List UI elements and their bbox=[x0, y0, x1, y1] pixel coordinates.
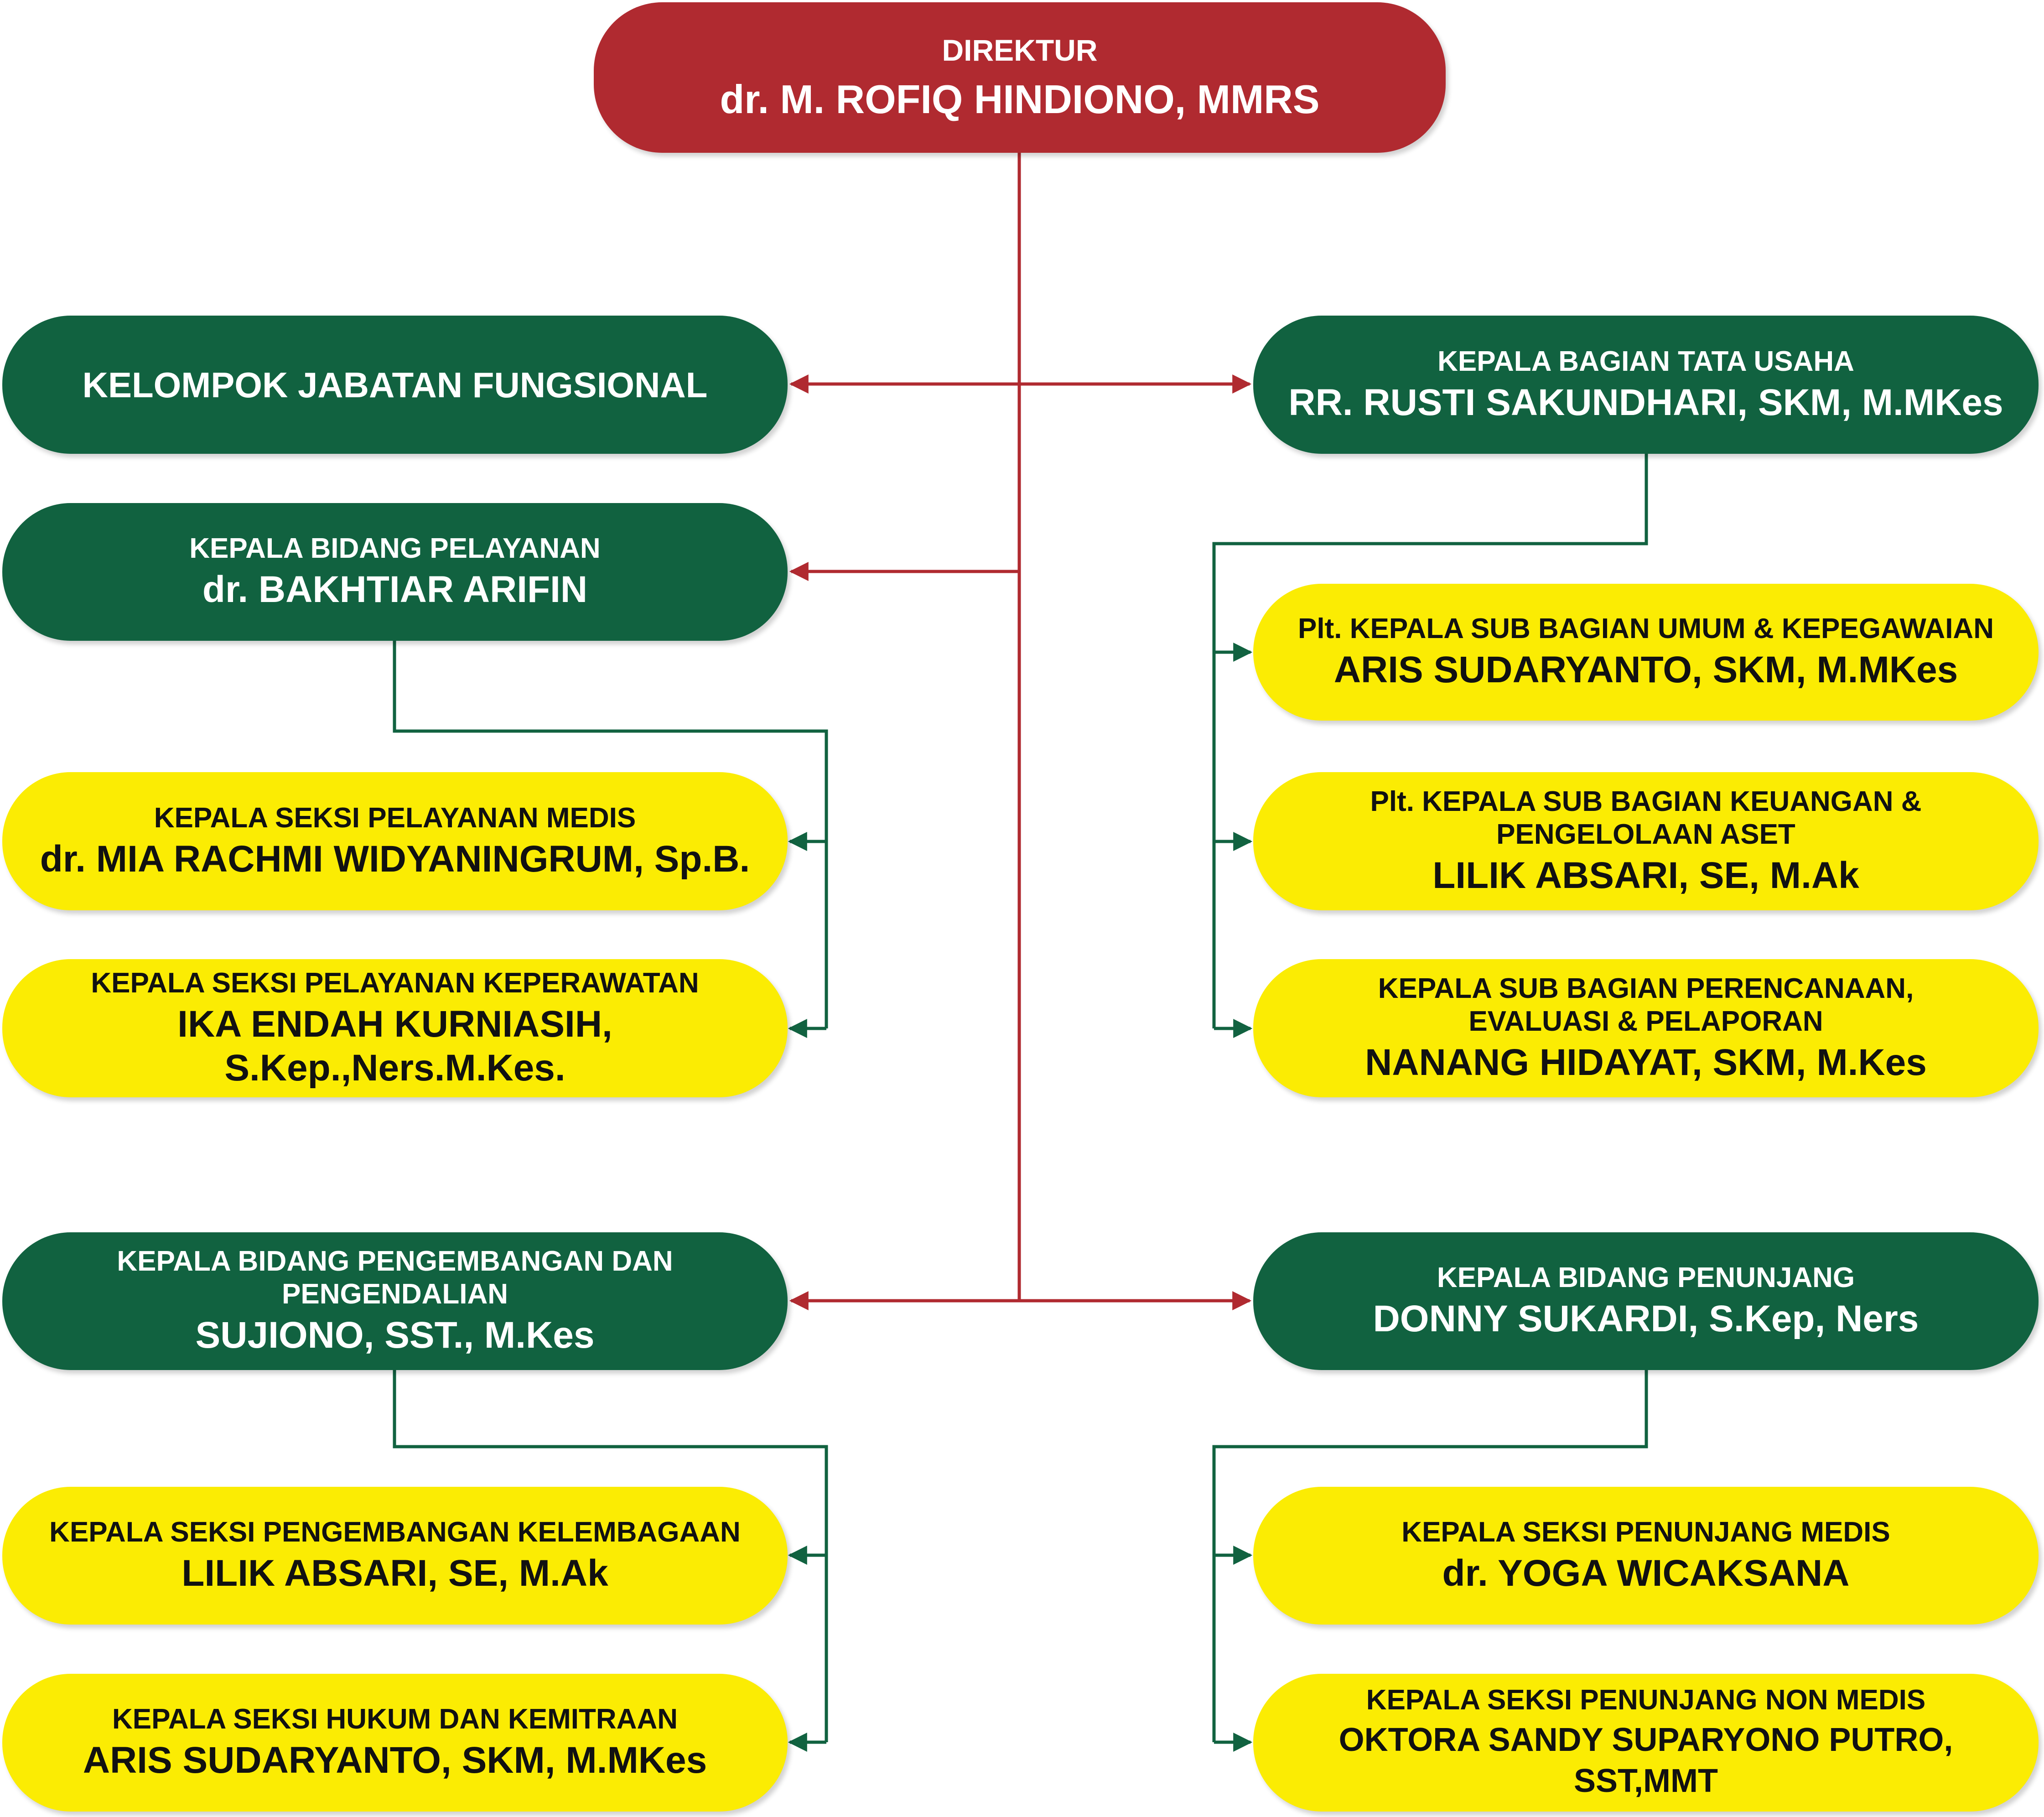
tata-usaha-branch bbox=[1212, 454, 1648, 1028]
keperawatan-title: KEPALA SEKSI PELAYANAN KEPERAWATAN bbox=[91, 967, 699, 999]
pengembangan-name: SUJIONO, SST., M.Kes bbox=[195, 1314, 595, 1356]
hukum-title: KEPALA SEKSI HUKUM DAN KEMITRAAN bbox=[112, 1703, 678, 1735]
keuangan-name: LILIK ABSARI, SE, M.Ak bbox=[1432, 854, 1859, 896]
pengembangan-title: KEPALA BIDANG PENGEMBANGAN DAN PENGENDAL… bbox=[117, 1246, 673, 1310]
perencanaan-box: KEPALA SUB BAGIAN PERENCANAAN, EVALUASI … bbox=[1253, 959, 2039, 1097]
kelembagaan-name: LILIK ABSARI, SE, M.Ak bbox=[182, 1552, 608, 1594]
pelayanan-title: KEPALA BIDANG PELAYANAN bbox=[189, 533, 601, 564]
penunjang-non-medis-title: KEPALA SEKSI PENUNJANG NON MEDIS bbox=[1366, 1684, 1926, 1716]
penunjang-non-medis-box: KEPALA SEKSI PENUNJANG NON MEDIS OKTORA … bbox=[1253, 1674, 2039, 1812]
perencanaan-title: KEPALA SUB BAGIAN PERENCANAAN, EVALUASI … bbox=[1378, 972, 1914, 1037]
pengembangan-branch bbox=[393, 1370, 828, 1742]
penunjang-branch bbox=[1212, 1370, 1648, 1742]
penunjang-name: DONNY SUKARDI, S.Kep, Ners bbox=[1373, 1298, 1919, 1339]
umum-title: Plt. KEPALA SUB BAGIAN UMUM & KEPEGAWAIA… bbox=[1298, 613, 1994, 644]
direktur-box: DIREKTUR dr. M. ROFIQ HINDIONO, MMRS bbox=[594, 2, 1446, 153]
fungsional-label: KELOMPOK JABATAN FUNGSIONAL bbox=[82, 364, 708, 405]
keuangan-title: Plt. KEPALA SUB BAGIAN KEUANGAN & PENGEL… bbox=[1370, 785, 1922, 850]
tata-usaha-name: RR. RUSTI SAKUNDHARI, SKM, M.MKes bbox=[1288, 381, 2003, 423]
tata-usaha-box: KEPALA BAGIAN TATA USAHA RR. RUSTI SAKUN… bbox=[1253, 316, 2039, 454]
keuangan-box: Plt. KEPALA SUB BAGIAN KEUANGAN & PENGEL… bbox=[1253, 772, 2039, 910]
penunjang-box: KEPALA BIDANG PENUNJANG DONNY SUKARDI, S… bbox=[1253, 1232, 2039, 1370]
medis-name: dr. MIA RACHMI WIDYANINGRUM, Sp.B. bbox=[40, 838, 750, 880]
medis-title: KEPALA SEKSI PELAYANAN MEDIS bbox=[154, 802, 636, 834]
direktur-name: dr. M. ROFIQ HINDIONO, MMRS bbox=[720, 77, 1320, 122]
pengembangan-box: KEPALA BIDANG PENGEMBANGAN DAN PENGENDAL… bbox=[2, 1232, 788, 1370]
kelembagaan-box: KEPALA SEKSI PENGEMBANGAN KELEMBAGAAN LI… bbox=[2, 1487, 788, 1625]
umum-name: ARIS SUDARYANTO, SKM, M.MKes bbox=[1333, 649, 1958, 690]
umum-box: Plt. KEPALA SUB BAGIAN UMUM & KEPEGAWAIA… bbox=[1253, 584, 2039, 721]
keperawatan-box: KEPALA SEKSI PELAYANAN KEPERAWATAN IKA E… bbox=[2, 959, 788, 1097]
perencanaan-name: NANANG HIDAYAT, SKM, M.Kes bbox=[1365, 1041, 1927, 1083]
pelayanan-box: KEPALA BIDANG PELAYANAN dr. BAKHTIAR ARI… bbox=[2, 503, 788, 641]
direktur-title: DIREKTUR bbox=[942, 33, 1098, 67]
penunjang-medis-title: KEPALA SEKSI PENUNJANG MEDIS bbox=[1401, 1516, 1890, 1548]
medis-box: KEPALA SEKSI PELAYANAN MEDIS dr. MIA RAC… bbox=[2, 772, 788, 910]
penunjang-non-medis-name: OKTORA SANDY SUPARYONO PUTRO, SST,MMT bbox=[1338, 1722, 1953, 1799]
hukum-box: KEPALA SEKSI HUKUM DAN KEMITRAAN ARIS SU… bbox=[2, 1674, 788, 1812]
pelayanan-name: dr. BAKHTIAR ARIFIN bbox=[202, 569, 588, 610]
penunjang-medis-name: dr. YOGA WICAKSANA bbox=[1442, 1552, 1850, 1594]
keperawatan-name: IKA ENDAH KURNIASIH, S.Kep.,Ners.M.Kes. bbox=[177, 1003, 612, 1089]
pelayanan-branch bbox=[393, 641, 828, 1028]
penunjang-medis-box: KEPALA SEKSI PENUNJANG MEDIS dr. YOGA WI… bbox=[1253, 1487, 2039, 1625]
penunjang-title: KEPALA BIDANG PENUNJANG bbox=[1437, 1262, 1855, 1293]
kelembagaan-title: KEPALA SEKSI PENGEMBANGAN KELEMBAGAAN bbox=[49, 1516, 741, 1548]
fungsional-box: KELOMPOK JABATAN FUNGSIONAL bbox=[2, 316, 788, 454]
tata-usaha-title: KEPALA BAGIAN TATA USAHA bbox=[1437, 345, 1854, 377]
hukum-name: ARIS SUDARYANTO, SKM, M.MKes bbox=[83, 1739, 707, 1781]
